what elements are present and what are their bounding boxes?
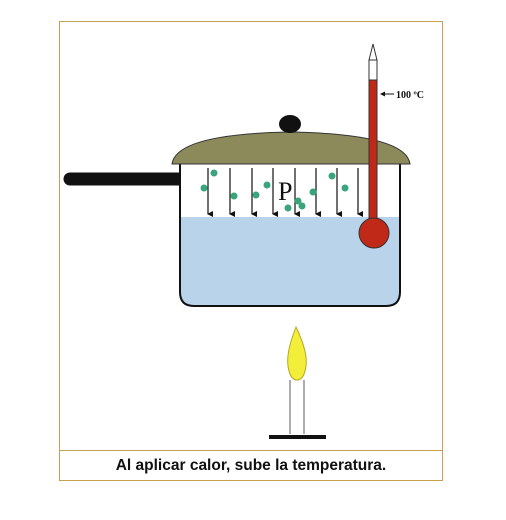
figure-frame: P 100 ºC Al aplicar calor, sube la tempe…	[59, 21, 443, 481]
burner-flame	[287, 325, 307, 381]
pot-body	[179, 162, 401, 307]
boiling-pot-illustration: P 100 ºC	[63, 43, 424, 439]
figure-caption: Al aplicar calor, sube la temperatura.	[60, 450, 442, 480]
pot-water	[180, 217, 400, 306]
vapour-molecules	[200, 169, 349, 212]
pressure-arrows	[207, 168, 363, 217]
thermometer	[358, 43, 390, 249]
thermometer-pointer	[380, 91, 394, 97]
lid-knob	[279, 115, 301, 133]
thermometer-reading: 100 ºC	[396, 90, 424, 101]
gas-burner	[269, 380, 326, 439]
pressure-label: P	[278, 177, 292, 206]
